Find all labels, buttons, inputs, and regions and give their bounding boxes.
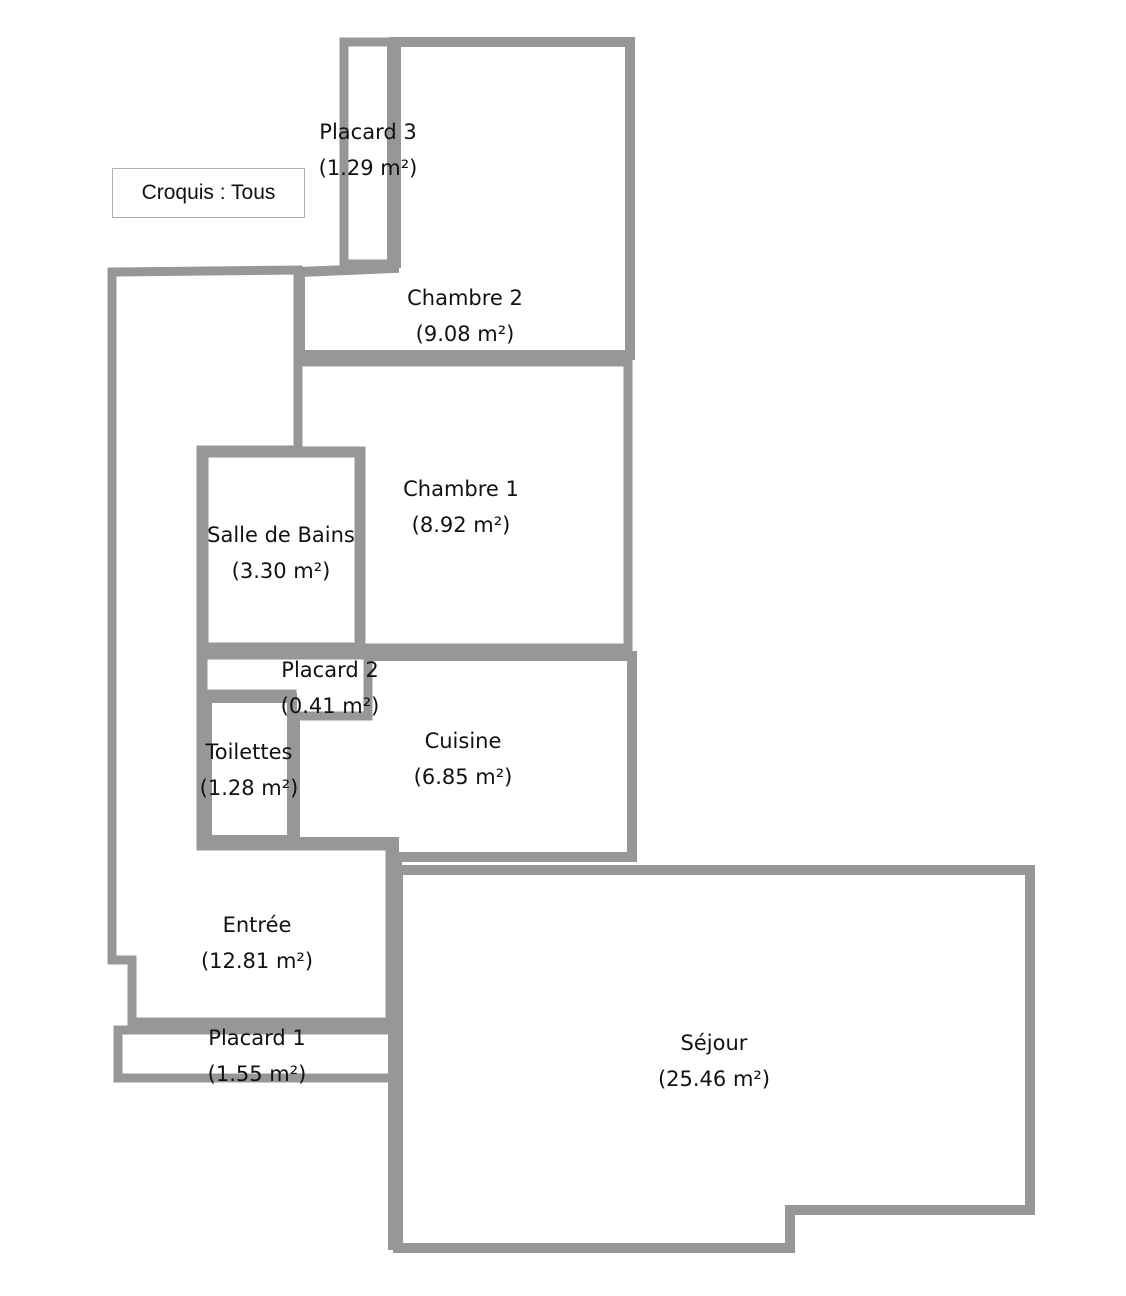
room-label-placard-1: Placard 1 (1.55 m²) (208, 1020, 307, 1092)
room-area: (3.30 m²) (231, 559, 331, 583)
room-name: Placard 1 (208, 1026, 306, 1050)
room-area: (8.92 m²) (411, 513, 511, 537)
room-label-chambre-1: Chambre 1 (8.92 m²) (403, 471, 519, 543)
room-area: (9.08 m²) (415, 322, 515, 346)
room-label-entree: Entrée (12.81 m²) (201, 907, 313, 979)
room-area: (6.85 m²) (413, 765, 513, 789)
room-label-chambre-2: Chambre 2 (9.08 m²) (407, 280, 523, 352)
room-name: Salle de Bains (207, 523, 355, 547)
room-name: Séjour (680, 1031, 748, 1055)
room-label-toilettes: Toilettes (1.28 m²) (200, 734, 299, 806)
wall-entree (107, 265, 395, 1027)
room-label-placard-3: Placard 3 (1.29 m²) (319, 114, 418, 186)
room-area: (12.81 m²) (200, 949, 314, 973)
sketch-legend: Croquis : Tous (112, 168, 305, 218)
room-label-salle-de-bains: Salle de Bains (3.30 m²) (207, 517, 355, 589)
room-area: (1.29 m²) (318, 156, 418, 180)
room-name: Placard 3 (319, 120, 417, 144)
room-label-sejour: Séjour (25.46 m²) (658, 1025, 770, 1097)
room-name: Cuisine (424, 729, 502, 753)
room-label-cuisine: Cuisine (6.85 m²) (414, 723, 513, 795)
room-area: (1.55 m²) (207, 1062, 307, 1086)
room-name: Placard 2 (281, 658, 379, 682)
room-name: Toilettes (205, 740, 293, 764)
room-area: (25.46 m²) (657, 1067, 771, 1091)
room-area: (0.41 m²) (280, 694, 380, 718)
room-name: Entrée (222, 913, 292, 937)
room-area: (1.28 m²) (199, 776, 299, 800)
room-label-placard-2: Placard 2 (0.41 m²) (281, 652, 380, 724)
room-name: Chambre 2 (407, 286, 523, 310)
room-name: Chambre 1 (403, 477, 519, 501)
